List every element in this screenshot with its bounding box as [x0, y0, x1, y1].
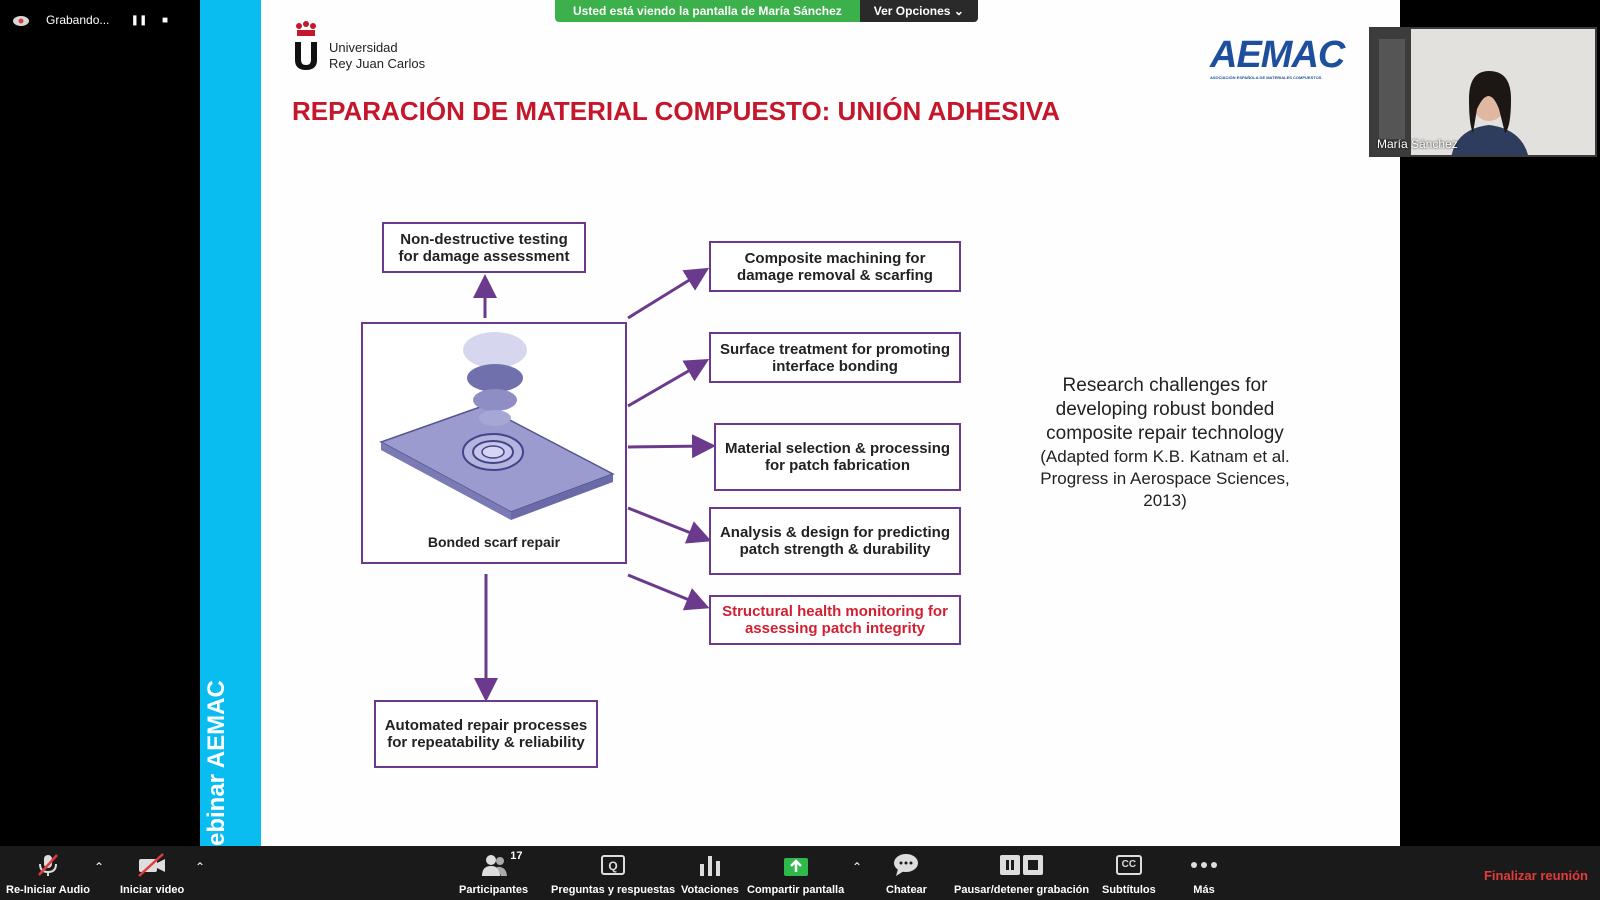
cloud-recording-icon [12, 14, 30, 26]
recording-label: Grabando... [46, 13, 110, 27]
aemac-logo: AEMAC ASOCIACIÓN ESPAÑOLA DE MATERIALES … [1210, 34, 1345, 80]
research-citation: (Adapted form K.B. Katnam et al. Progres… [1040, 447, 1290, 510]
shared-screen: ebinar AEMAC Universidad Rey Juan Carlos… [200, 0, 1400, 846]
svg-text:Q: Q [608, 859, 617, 873]
box-surface: Surface treatment for promoting interfac… [709, 332, 961, 383]
arrow-material [627, 434, 716, 459]
research-main-text: Research challenges for developing robus… [1046, 375, 1284, 444]
pause-recording-icon[interactable]: ❚❚ [130, 14, 148, 26]
more-icon [1189, 852, 1219, 878]
polls-label: Votaciones [681, 884, 739, 896]
university-line2: Rey Juan Carlos [329, 56, 426, 71]
slide-sidebar: ebinar AEMAC [200, 0, 261, 846]
subtitles-label: Subtítulos [1102, 884, 1156, 896]
qa-label: Preguntas y respuestas [551, 884, 676, 896]
share-screen-button[interactable]: Compartir pantalla [747, 852, 844, 900]
box-ndt: Non-destructive testing for damage asses… [382, 222, 586, 273]
more-button[interactable]: Más [1189, 852, 1219, 900]
pause-stop-recording-button[interactable]: Pausar/detener grabación [954, 852, 1089, 900]
polls-button[interactable]: Votaciones [681, 852, 739, 900]
stop-recording-icon[interactable]: ■ [161, 14, 169, 26]
university-line1: Universidad [329, 40, 398, 55]
video-options-caret-icon[interactable]: ⌃ [195, 860, 206, 874]
center-caption: Bonded scarf repair [427, 534, 561, 550]
urjc-logo: Universidad Rey Juan Carlos [293, 20, 425, 72]
more-label: Más [1193, 884, 1215, 896]
subtitles-button[interactable]: CC Subtítulos [1102, 852, 1156, 900]
pause-stop-icon [999, 852, 1045, 878]
end-meeting-button[interactable]: Finalizar reunión [1483, 868, 1588, 883]
arrow-surface [627, 358, 710, 408]
box-material: Material selection & processing for patc… [714, 423, 961, 491]
scarf-repair-image [379, 332, 615, 520]
polls-icon [697, 852, 723, 878]
diagram-arrows [473, 267, 716, 702]
chat-label: Chatear [886, 884, 927, 896]
qa-button[interactable]: Q Preguntas y respuestas [551, 852, 675, 900]
meeting-toolbar: Re-Iniciar Audio ⌃ Iniciar video ⌃ 17 Pa… [0, 846, 1600, 900]
box-shm: Structural health monitoring for assessi… [709, 595, 961, 645]
share-banner: Usted está viendo la pantalla de María S… [555, 0, 978, 22]
start-video-label: Iniciar video [120, 884, 185, 896]
arrow-shm [627, 573, 710, 611]
chat-button[interactable]: Chatear [886, 852, 927, 900]
participants-icon: 17 [479, 850, 523, 878]
qa-icon: Q [600, 852, 626, 878]
chat-icon [892, 852, 920, 878]
closed-captions-icon-text: CC [1115, 855, 1142, 875]
slide-title: REPARACIÓN DE MATERIAL COMPUESTO: UNIÓN … [292, 96, 1061, 126]
view-options-button[interactable]: Ver Opciones ⌄ [859, 0, 978, 22]
participants-label: Participantes [459, 884, 529, 896]
box-machining: Composite machining for damage removal &… [709, 241, 961, 292]
arrow-machining [627, 267, 710, 320]
share-screen-icon [782, 852, 810, 878]
recording-indicator: Grabando... ❚❚ ■ [12, 10, 178, 30]
arrow-analysis [627, 506, 712, 544]
reinit-audio-label: Re-Iniciar Audio [6, 884, 90, 896]
aemac-tagline: ASOCIACIÓN ESPAÑOLA DE MATERIALES COMPUE… [1210, 75, 1322, 80]
participants-count: 17 [510, 850, 523, 862]
chevron-down-icon: ⌄ [953, 4, 964, 18]
pause-stop-label: Pausar/detener grabación [954, 884, 1090, 896]
video-off-icon [137, 852, 167, 878]
muted-microphone-icon [35, 852, 61, 878]
research-note: Research challenges for developing robus… [1030, 374, 1300, 512]
box-automated: Automated repair processes for repeatabi… [374, 700, 598, 768]
reinit-audio-button[interactable]: Re-Iniciar Audio [6, 852, 90, 900]
scarf-repair-illustration: Bonded scarf repair [361, 322, 627, 564]
participant-video[interactable]: María Sánchez [1369, 27, 1597, 157]
participant-name: María Sánchez [1377, 137, 1458, 151]
closed-captions-icon: CC [1115, 852, 1142, 878]
box-analysis: Analysis & design for predicting patch s… [709, 507, 961, 575]
aemac-logo-text: AEMAC [1210, 34, 1345, 76]
start-video-button[interactable]: Iniciar video [120, 852, 184, 900]
share-banner-message: Usted está viendo la pantalla de María S… [555, 0, 860, 22]
participant-video-image [1371, 29, 1595, 155]
view-options-label: Ver Opciones [873, 4, 951, 18]
share-options-caret-icon[interactable]: ⌃ [852, 860, 863, 874]
audio-options-caret-icon[interactable]: ⌃ [94, 860, 105, 874]
share-screen-label: Compartir pantalla [747, 884, 845, 896]
urjc-crest-icon [293, 20, 319, 72]
participants-button[interactable]: 17 Participantes [459, 850, 529, 900]
